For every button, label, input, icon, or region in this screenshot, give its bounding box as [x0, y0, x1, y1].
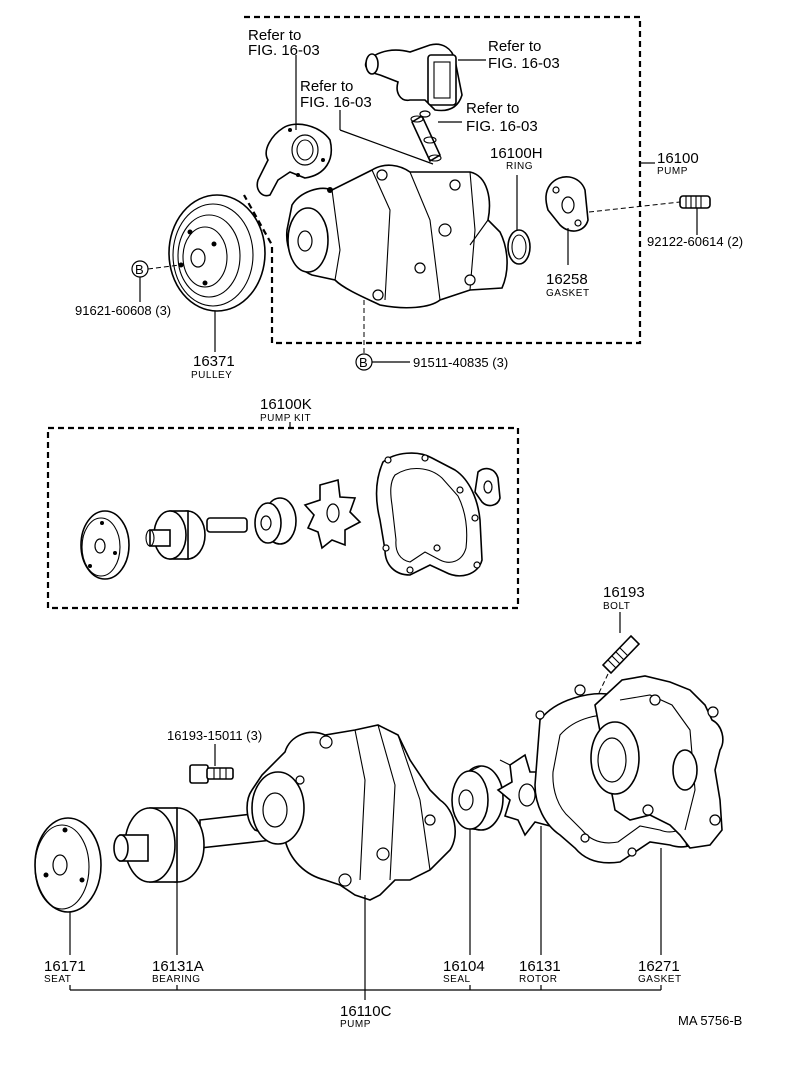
part-number-16258: 16258 — [546, 271, 588, 288]
part-desc-16258: GASKET — [546, 288, 590, 299]
part-desc-16100k: PUMP KIT — [260, 413, 311, 424]
kit-seat-icon — [80, 510, 130, 580]
callout-b-bottom: B — [355, 300, 410, 371]
rear-cover-icon — [590, 675, 724, 849]
refer-label-a-fig: FIG. 16-03 — [248, 42, 320, 59]
part-number-92122: 92122-60614 (2) — [647, 234, 743, 249]
part-desc-16171: SEAT — [44, 974, 71, 985]
refer-label-a: Refer to — [248, 27, 301, 44]
part-number-16100h: 16100H — [490, 145, 543, 162]
assembly-bracket — [69, 985, 662, 1000]
kit-gasket-icon — [375, 452, 501, 577]
part-desc-16100: PUMP — [657, 166, 688, 177]
refer-label-b-fig: FIG. 16-03 — [488, 55, 560, 72]
refer-label-c-fig: FIG. 16-03 — [300, 94, 372, 111]
kit-bearing-icon — [145, 510, 248, 560]
part-number-16110c: 16110C — [340, 1003, 392, 1020]
gasket-16258-icon — [545, 176, 589, 232]
pump-assembly-dashed-border — [243, 15, 642, 345]
bypass-pipe-icon — [410, 110, 442, 163]
part-number-16171: 16171 — [44, 958, 86, 975]
pump-kit-dashed-border — [46, 426, 520, 610]
part-number-16271: 16271 — [638, 958, 680, 975]
part-desc-16104: SEAL — [443, 974, 471, 985]
part-desc-16100h: RING — [506, 161, 533, 172]
pump-housing-icon — [286, 164, 508, 309]
part-number-16193: 16193 — [603, 584, 645, 601]
refer-label-b: Refer to — [488, 38, 541, 55]
part-desc-16110c: PUMP — [340, 1019, 371, 1030]
pulley-part-icon — [168, 194, 266, 312]
part-number-16100k: 16100K — [260, 396, 312, 413]
part-number-16104: 16104 — [443, 958, 485, 975]
figure-code: MA 5756-B — [678, 1013, 742, 1028]
kit-seal-icon — [254, 497, 297, 545]
seal-16104-icon — [451, 765, 504, 831]
part-number-16100: 16100 — [657, 150, 699, 167]
stud-axis-line — [588, 201, 681, 213]
part-number-91511: 91511-40835 (3) — [413, 355, 508, 370]
part-desc-16271: GASKET — [638, 974, 682, 985]
water-outlet-icon — [364, 43, 463, 112]
pump-assembly-group: B — [75, 15, 743, 381]
part-number-16371: 16371 — [193, 353, 235, 370]
refer-label-d: Refer to — [466, 100, 519, 117]
part-number-16193-15011: 16193-15011 (3) — [167, 728, 262, 743]
part-desc-16371: PULLEY — [191, 370, 232, 381]
stud-bolt-icon — [679, 195, 711, 209]
part-number-16131: 16131 — [519, 958, 561, 975]
kit-rotor-icon — [303, 478, 362, 550]
part-desc-16193: BOLT — [603, 601, 630, 612]
part-number-16131a: 16131A — [152, 958, 204, 975]
pump-body-16110c-icon — [246, 724, 456, 901]
callout-b-left: B — [131, 260, 181, 302]
refer-label-c: Refer to — [300, 78, 353, 95]
part-number-91621: 91621-60608 (3) — [75, 303, 171, 318]
svg-text:B: B — [359, 355, 368, 370]
water-inlet-icon — [256, 123, 332, 197]
o-ring-icon — [507, 229, 531, 265]
leader-refer-c-b — [339, 129, 434, 165]
pump-kit-group: 16100K PUMP KIT — [46, 396, 520, 610]
refer-label-d-fig: FIG. 16-03 — [466, 118, 538, 135]
stud-bolt-16193-icon — [601, 634, 641, 675]
exploded-view-group: 16193 BOLT 16193-15011 (3) — [34, 584, 742, 1030]
part-desc-16131a: BEARING — [152, 974, 201, 985]
hex-bolt-icon — [189, 764, 234, 784]
part-desc-16131: ROTOR — [519, 974, 557, 985]
svg-text:B: B — [135, 262, 144, 277]
seat-16171-icon — [34, 817, 102, 913]
